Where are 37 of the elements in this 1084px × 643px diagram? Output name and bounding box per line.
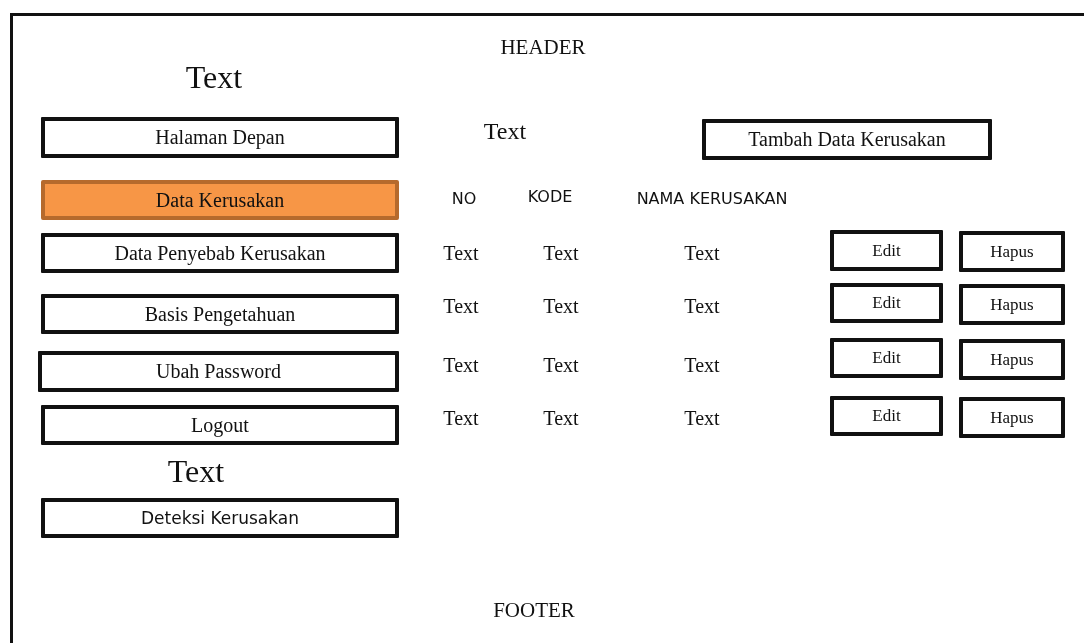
- menu-button: Data Penyebab Kerusakan: [41, 233, 399, 273]
- placeholder-text: Text: [443, 294, 479, 318]
- placeholder-text: Text: [684, 241, 720, 265]
- placeholder-text: Text: [543, 241, 579, 265]
- placeholder-text: Text: [167, 452, 225, 490]
- placeholder-text: Text: [684, 353, 720, 377]
- placeholder-text: Text: [443, 241, 479, 265]
- menu-button: Basis Pengetahuan: [41, 294, 399, 334]
- placeholder-text: Text: [443, 353, 479, 377]
- menu-button: Ubah Password: [38, 351, 399, 392]
- header-text: HEADER: [500, 34, 586, 60]
- edit-button: Edit: [830, 230, 943, 271]
- delete-button: Hapus: [959, 339, 1065, 380]
- column-header: NAMA KERUSAKAN: [636, 188, 788, 208]
- placeholder-text: Text: [684, 406, 720, 430]
- delete-button: Hapus: [959, 231, 1065, 272]
- placeholder-text: Text: [185, 58, 243, 96]
- menu-button: Deteksi Kerusakan: [41, 498, 399, 538]
- placeholder-text: Text: [543, 406, 579, 430]
- edit-button: Edit: [830, 338, 943, 378]
- page-frame: [10, 13, 1084, 643]
- column-header: NO: [451, 188, 477, 208]
- menu-button: Halaman Depan: [41, 117, 399, 158]
- menu-button: Logout: [41, 405, 399, 445]
- delete-button: Hapus: [959, 397, 1065, 438]
- active-menu-button: Data Kerusakan: [41, 180, 399, 220]
- add-button: Tambah Data Kerusakan: [702, 119, 992, 160]
- placeholder-text: Text: [543, 294, 579, 318]
- placeholder-text: Text: [443, 406, 479, 430]
- column-header: KODE: [527, 186, 573, 206]
- placeholder-text: Text: [543, 353, 579, 377]
- edit-button: Edit: [830, 396, 943, 436]
- edit-button: Edit: [830, 283, 943, 323]
- placeholder-text: Text: [483, 117, 527, 145]
- footer-text: FOOTER: [493, 597, 575, 623]
- delete-button: Hapus: [959, 284, 1065, 325]
- placeholder-text: Text: [684, 294, 720, 318]
